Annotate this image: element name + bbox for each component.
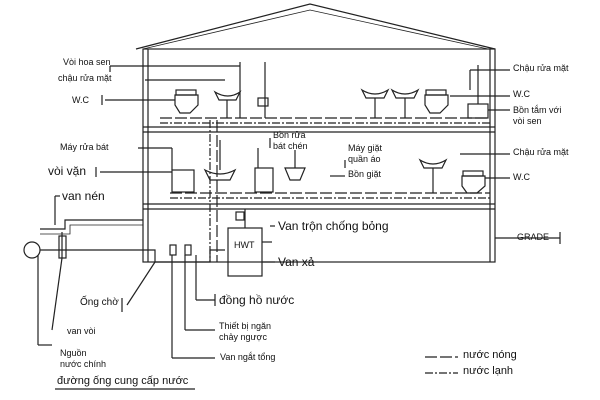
label-wc-right-top: W.C [513,89,530,99]
label-bathtub-1: Bồn tắm với [513,105,562,115]
wc-right-fixture [424,94,449,114]
label-source-2: nước chính [60,359,106,369]
washing-machine-fixture [254,167,274,193]
label-tap-valve: van vòi [67,326,96,336]
label-kitchen-sink-2: bát chén [273,141,308,151]
label-bathtub-2: vòi sen [513,116,542,126]
label-kitchen-sink-1: Bồn rửa [273,130,306,140]
roof [135,3,496,50]
legend-cold-label: nước lạnh [463,365,514,377]
label-main-shutoff: Van ngắt tổng [220,352,276,362]
supply-pipe [40,219,143,230]
label-source-1: Nguồn [60,348,87,358]
laundry-tub-fixture [284,167,306,181]
water-heater [227,227,263,277]
sink-left-fixture [213,90,242,101]
sink-right-fixture-2 [390,88,420,99]
dishwasher-fixture [171,169,195,193]
label-standby-pipe: Ống chờ [80,297,119,308]
label-dishwasher: Máy rửa bát [60,142,109,152]
label-backflow-2: chảy ngược [219,332,267,342]
sink-right-fixture-1 [360,88,390,99]
legend-hot-label: nước nóng [463,349,517,361]
label-drain-valve: Van xả [278,255,315,269]
label-mixing-valve: Van trộn chống bỏng [278,219,389,233]
label-sink-left: chậu rửa mặt [58,73,112,83]
wc-mid-fixture [461,175,486,194]
label-compression-valve: van nén [62,189,105,203]
label-sink-right-mid: Chậu rửa mặt [513,147,569,157]
label-washing-machine-2: quần áo [348,154,381,164]
bathtub-fixture [467,103,489,119]
kitchen-sink-fixture [203,168,237,181]
wc-left-fixture [174,94,199,114]
label-sink-right-top: Chậu rửa mặt [513,63,569,73]
label-heater: HWT [234,240,255,250]
label-shower-head: Vòi hoa sen [63,57,111,67]
house-walls [142,48,496,263]
label-backflow-1: Thiết bị ngăn [219,321,272,331]
label-water-meter: đồng hồ nước [219,293,295,307]
label-wc-left: W.C [72,95,89,105]
sink-mid-fixture [418,158,448,169]
label-wc-right-mid: W.C [513,172,530,182]
label-laundry-tub: Bồn giặt [348,169,382,179]
label-faucet: vòi vặn [48,164,87,178]
label-grade: GRADE [517,232,550,242]
label-washing-machine-1: Máy giặt [348,143,383,153]
supply-title: đường ống cung cấp nước [57,375,189,387]
